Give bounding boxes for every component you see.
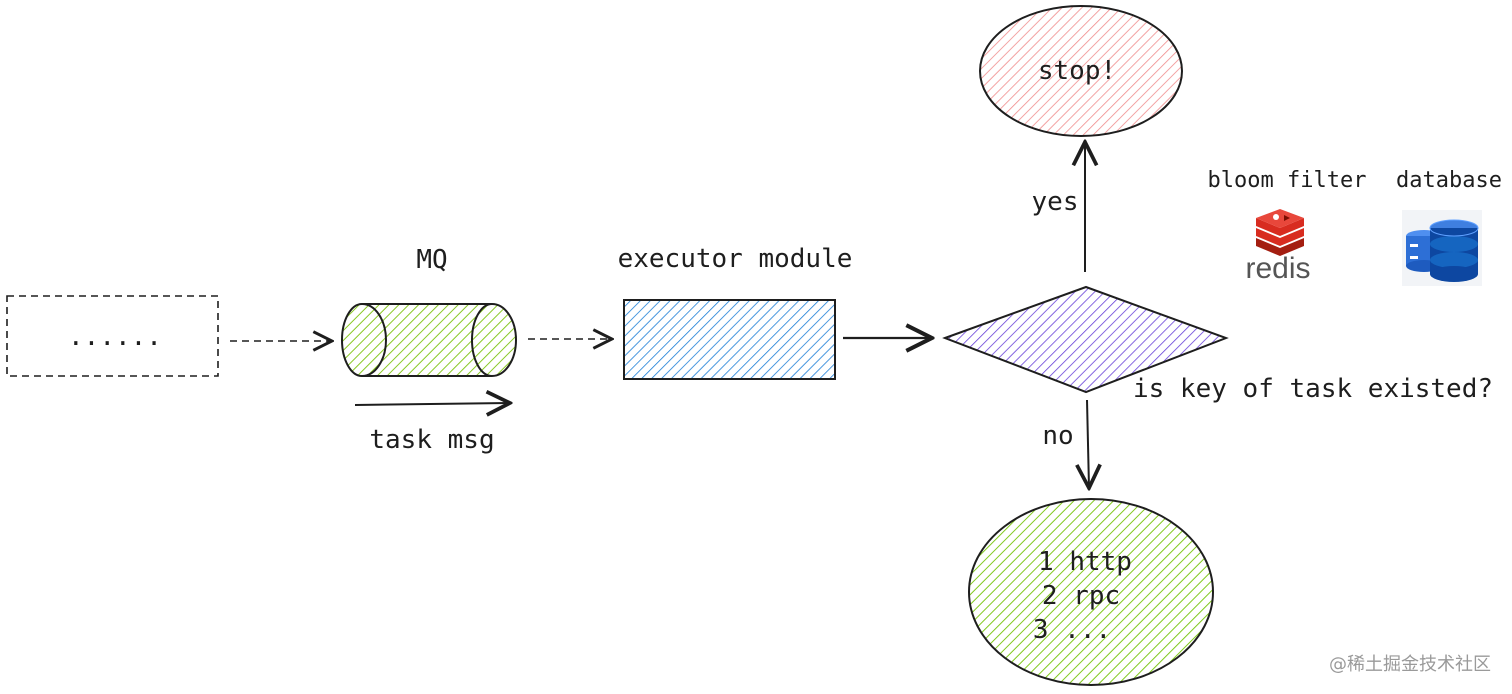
redis-icon: redis	[1245, 209, 1311, 285]
executor-module-node	[623, 299, 836, 380]
watermark: @稀土掘金技术社区	[1329, 654, 1491, 675]
stop-label: stop!	[1038, 56, 1116, 86]
task-msg-label: task msg	[369, 425, 494, 455]
task-msg-arrow	[354, 403, 510, 405]
result-node: 1 http 2 rpc 3 ...	[968, 498, 1214, 686]
redis-text: redis	[1245, 252, 1310, 285]
executor-label: executor module	[618, 244, 853, 274]
database-icon	[1402, 210, 1482, 286]
arrow-no	[1087, 399, 1089, 488]
source-node: ......	[6, 295, 219, 377]
mq-queue-node	[341, 303, 517, 377]
mq-label: MQ	[416, 245, 447, 275]
result-line-1: 1 http	[1038, 547, 1132, 577]
yes-label: yes	[1032, 187, 1079, 217]
decision-node	[942, 285, 1229, 394]
no-label: no	[1042, 421, 1073, 451]
source-node-label: ......	[68, 322, 162, 352]
bloom-filter-label: bloom filter	[1208, 168, 1367, 193]
decision-label: is key of task existed?	[1133, 374, 1493, 404]
result-line-3: 3 ...	[1033, 615, 1111, 645]
result-line-2: 2 rpc	[1042, 581, 1120, 611]
stop-node: stop!	[979, 5, 1183, 137]
database-label: database	[1396, 168, 1502, 193]
